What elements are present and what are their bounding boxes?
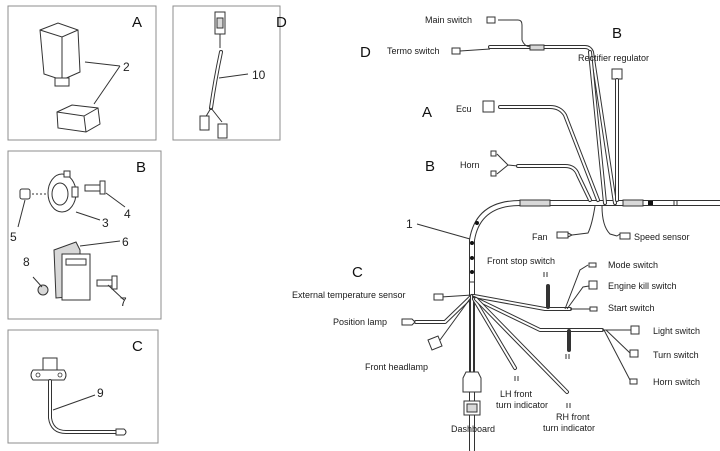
- callout-10: 10: [252, 68, 266, 82]
- label-position-lamp: Position lamp: [333, 317, 387, 327]
- panel-c-letter: C: [132, 338, 143, 355]
- callout-1: 1: [406, 217, 413, 231]
- callout-3-leader: [75, 211, 101, 221]
- main-labels: Main switch D Termo switch B Rectifier r…: [292, 15, 700, 434]
- label-ecu: Ecu: [456, 104, 472, 114]
- panel-c: C 9: [7, 329, 159, 444]
- callout-5: 5: [10, 230, 17, 244]
- rectifier-regulator-connector: [611, 68, 623, 80]
- branch-position-lamp: [414, 294, 474, 324]
- rectifier-part: [53, 241, 91, 301]
- branch-horn: [516, 164, 592, 202]
- label-turn-switch: Turn switch: [653, 350, 699, 360]
- panel-d-letter: D: [276, 14, 287, 31]
- callout-8-leader: [32, 276, 43, 288]
- start-switch-connector: [589, 306, 598, 312]
- branch-horn-switch: [603, 329, 631, 381]
- termo-switch-connector: [451, 47, 461, 55]
- label-mode-switch: Mode switch: [608, 260, 658, 270]
- callout-7: 7: [120, 295, 127, 309]
- callout-1-leader: [416, 223, 471, 240]
- grommet-part: [37, 284, 49, 296]
- branch-mode-switch: [564, 264, 589, 310]
- branch-turn-switch: [605, 329, 631, 354]
- horn-bolt-part: [84, 180, 106, 195]
- panel-a: A 2: [7, 5, 157, 141]
- label-external-temperature-sensor: External temperature sensor: [292, 290, 406, 300]
- callout-6: 6: [122, 235, 129, 249]
- ecu-connector: [482, 100, 495, 113]
- panel-d-frame: [172, 5, 281, 141]
- horn-part: [47, 170, 79, 213]
- callout-9-leader: [52, 394, 96, 411]
- light-switch-connector: [630, 325, 640, 335]
- mode-switch-connector: [588, 262, 597, 268]
- termo-harness-part: [199, 11, 228, 139]
- panel-b: B 4 3 5 6: [7, 150, 162, 320]
- label-light-switch: Light switch: [653, 326, 700, 336]
- front-headlamp-connector: [427, 335, 443, 351]
- letter-b-horn: B: [425, 158, 435, 175]
- label-lh-front-2: turn indicator: [496, 400, 548, 410]
- label-engine-kill-switch: Engine kill switch: [608, 281, 677, 291]
- harness-sleeve: [519, 199, 551, 207]
- callout-6-leader: [79, 240, 121, 247]
- callout-8: 8: [23, 255, 30, 269]
- callout-9: 9: [97, 386, 104, 400]
- branch-front-headlamp: [439, 295, 473, 341]
- horn-connector-1: [490, 150, 497, 157]
- callout-4: 4: [124, 207, 131, 221]
- panel-c-frame: [7, 329, 159, 444]
- letter-b-top: B: [612, 25, 622, 42]
- callout-7-leader: [107, 284, 125, 301]
- speed-sensor-connector: [616, 232, 631, 240]
- horn-nut-part: [19, 188, 31, 200]
- panel-d: D 10: [172, 5, 287, 141]
- dashboard-plug: [462, 371, 482, 393]
- label-horn-switch: Horn switch: [653, 377, 700, 387]
- ecu-connector-part: [56, 104, 101, 133]
- callout-5-leader: [17, 199, 26, 228]
- label-horn: Horn: [460, 160, 480, 170]
- engine-kill-connector: [588, 280, 598, 290]
- main-harness: 1: [401, 19, 720, 451]
- ecu-unit-part: [39, 22, 81, 87]
- callout-2-leader: [84, 61, 121, 105]
- label-main-switch: Main switch: [425, 15, 472, 25]
- label-speed-sensor: Speed sensor: [634, 232, 690, 242]
- fan-connector: [556, 231, 574, 239]
- branch-external-temp: [440, 294, 473, 298]
- label-fan: Fan: [532, 232, 548, 242]
- branch-engine-kill: [566, 285, 590, 310]
- letter-c: C: [352, 264, 363, 281]
- rectifier-bolt-part: [96, 275, 118, 290]
- turn-switch-connector: [629, 349, 639, 358]
- label-dashboard: Dashboard: [451, 424, 495, 434]
- panel-a-letter: A: [132, 14, 142, 31]
- label-rectifier-regulator: Rectifier regulator: [578, 53, 649, 63]
- main-switch-connector: [486, 16, 496, 24]
- label-lh-front-1: LH front: [500, 389, 533, 399]
- label-front-stop-switch: Front stop switch: [487, 256, 555, 266]
- branch-speed-sensor: [601, 205, 618, 237]
- label-rh-front-2: turn indicator: [543, 423, 595, 433]
- letter-a: A: [422, 104, 432, 121]
- horn-switch-connector: [629, 378, 638, 385]
- label-start-switch: Start switch: [608, 303, 655, 313]
- callout-4-leader: [105, 192, 126, 208]
- label-termo-switch: Termo switch: [387, 46, 440, 56]
- callout-10-leader: [218, 73, 249, 79]
- branch-fan: [571, 205, 596, 236]
- horn-connector-2: [490, 170, 497, 177]
- position-lamp-connector: [401, 318, 416, 326]
- letter-d: D: [360, 44, 371, 61]
- label-rh-front-1: RH front: [556, 412, 590, 422]
- temperature-sensor-part: [30, 357, 127, 436]
- label-front-headlamp: Front headlamp: [365, 362, 428, 372]
- callout-3: 3: [102, 216, 109, 230]
- external-temp-connector: [433, 293, 444, 301]
- callout-2: 2: [123, 60, 130, 74]
- panel-b-letter: B: [136, 159, 146, 176]
